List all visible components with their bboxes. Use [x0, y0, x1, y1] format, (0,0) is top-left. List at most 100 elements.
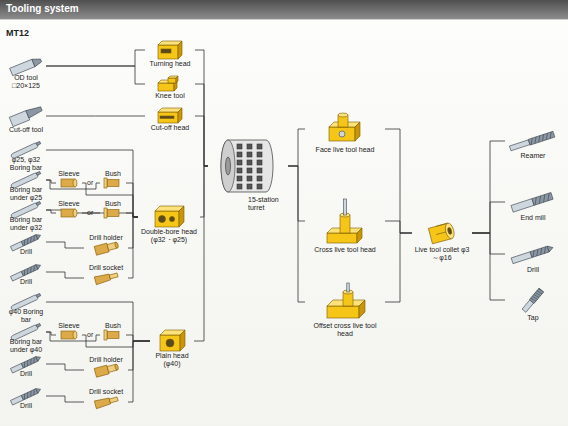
block-side	[357, 228, 362, 243]
connector-line	[288, 129, 305, 166]
or-note: or	[87, 178, 93, 187]
connector-line	[472, 233, 505, 254]
node-label: Drill	[20, 370, 32, 378]
station-slot	[247, 152, 252, 157]
icon-group	[509, 131, 555, 151]
icon-group	[10, 56, 43, 75]
tool-item: OD tool □20×125	[6, 58, 46, 90]
flute-line	[32, 235, 37, 241]
facehead-icon	[305, 112, 385, 146]
tool-item: Boring bar under φ40	[6, 326, 46, 354]
connector-line	[46, 364, 84, 370]
reamer-icon	[505, 130, 561, 152]
connector-line	[46, 66, 145, 84]
block-side	[176, 76, 178, 83]
node-label: Boring bar under φ25	[6, 186, 46, 202]
flute-line	[548, 132, 553, 139]
bar-icon	[6, 296, 46, 308]
tdrill-icon	[505, 242, 561, 266]
icon-group	[61, 209, 77, 217]
bar-icon	[6, 326, 46, 338]
holder-end	[114, 242, 118, 249]
flute-line	[541, 194, 547, 202]
drill-shank	[511, 252, 532, 264]
offsethead-icon	[305, 282, 385, 322]
drill-icon	[6, 390, 46, 402]
icon-group	[94, 362, 119, 377]
flute-line	[29, 237, 34, 243]
adapter-item: Bush	[100, 200, 126, 218]
tool-head: Plain head (φ40)	[150, 330, 194, 368]
tool-item: φ25, φ32 Boring bar	[6, 144, 46, 172]
connector-line	[195, 84, 208, 166]
connector-line	[126, 213, 138, 217]
block-front	[329, 127, 355, 141]
page-title: Tooling system	[6, 3, 79, 15]
tool-item: φ40 Boring bar	[6, 296, 46, 324]
connector-line	[128, 217, 138, 278]
node-label: Drill	[527, 266, 539, 274]
holder-body	[94, 243, 109, 255]
tool-shank	[10, 59, 35, 75]
adapter-item: Sleeve	[56, 322, 82, 340]
icon-group	[160, 330, 185, 351]
drill-body	[21, 265, 38, 276]
adapter-item: Bush	[100, 322, 126, 340]
column	[340, 215, 350, 233]
block-side	[355, 122, 360, 141]
bar-tip	[36, 293, 41, 297]
connector-line	[126, 335, 150, 341]
bore	[166, 339, 174, 347]
bush-body	[107, 180, 119, 187]
node-label: Double-bore head (φ32・φ25)	[138, 228, 200, 244]
node-label: End mill	[521, 214, 546, 222]
holder-icon	[84, 242, 128, 254]
block-front	[327, 306, 359, 318]
connector-line	[385, 129, 412, 233]
station-slot	[247, 144, 252, 149]
endmill-flutes	[532, 192, 553, 205]
holder-icon	[84, 364, 128, 376]
tool-slot	[161, 49, 171, 53]
drill-tip	[36, 355, 42, 361]
turnhead-icon	[145, 40, 195, 60]
bush-icon	[100, 330, 126, 340]
spindle-face	[339, 131, 345, 137]
node-label: Bush	[105, 200, 121, 208]
block-front	[158, 45, 178, 59]
icon-group	[104, 330, 119, 340]
bush-body	[107, 210, 119, 217]
sleeve-end	[73, 179, 77, 187]
node-label: Drill socket	[89, 388, 123, 396]
flute-line	[29, 267, 34, 273]
flute-line	[22, 270, 27, 276]
header-bar: Tooling system	[0, 0, 568, 20]
connector-line	[288, 166, 305, 302]
connector-line	[472, 202, 505, 233]
node-label: Sleeve	[58, 322, 79, 330]
block-side	[178, 108, 182, 123]
flute-line	[537, 196, 543, 204]
flute-line	[29, 359, 34, 365]
flute-line	[537, 136, 542, 143]
node-label: Plain head (φ40)	[150, 352, 194, 368]
collet-bore	[447, 227, 452, 235]
node-label: Drill	[20, 248, 32, 256]
bar-tip	[36, 201, 41, 205]
icon-group	[511, 245, 554, 264]
bore-small	[169, 216, 174, 221]
tool-item: Cut-off tool	[6, 106, 46, 134]
icon-group	[511, 192, 553, 212]
rotary-tool: End mill	[505, 190, 561, 222]
node-label: Boring bar under φ32	[6, 216, 46, 232]
flute-line	[535, 249, 540, 256]
flute-line	[531, 250, 536, 257]
collet-face	[444, 222, 456, 240]
bush-flange	[104, 208, 107, 218]
drill-body	[21, 389, 38, 400]
node-label: OD tool □20×125	[6, 74, 46, 90]
node-label: Boring bar under φ40	[6, 338, 46, 354]
tap-icon	[505, 286, 561, 314]
turret: 15-station turret	[208, 136, 288, 212]
